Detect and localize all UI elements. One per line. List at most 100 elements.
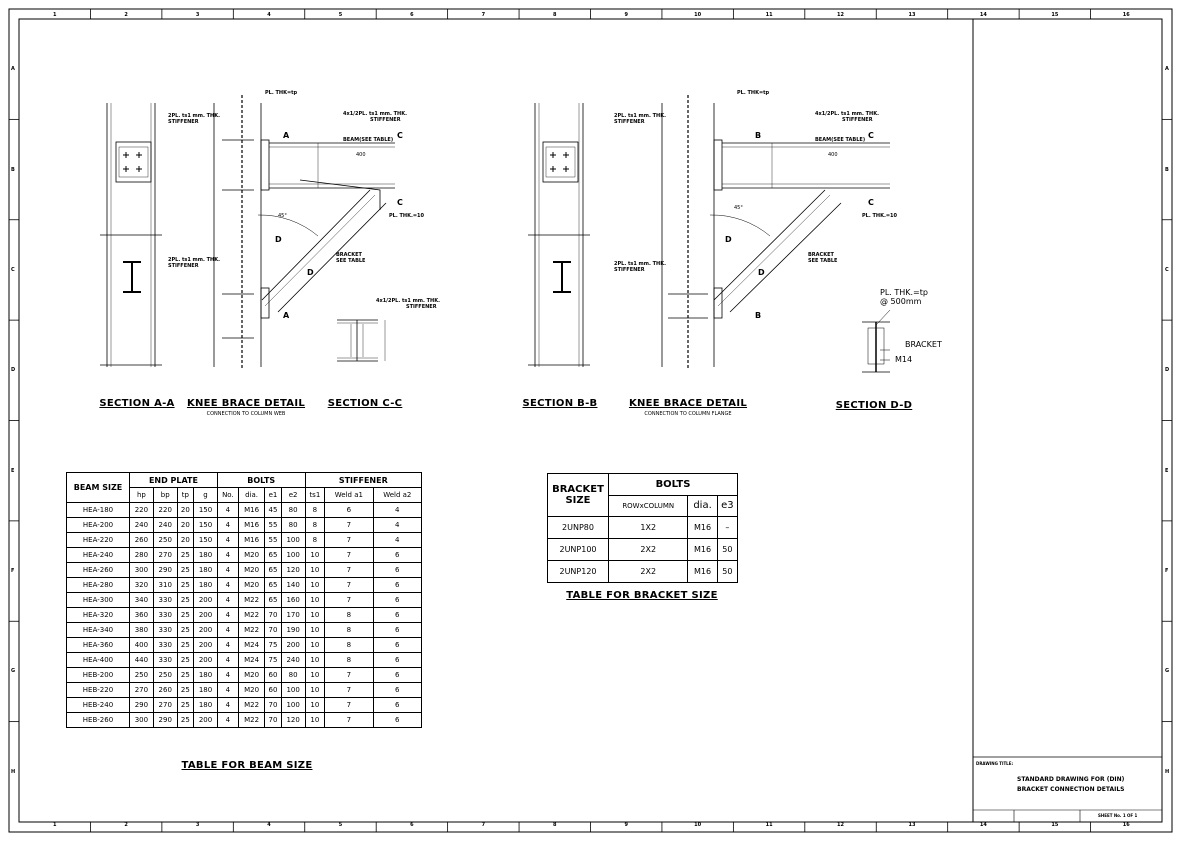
table-cell: 4 (216, 622, 239, 638)
label-stiffener-2pl-lower: 2PL. ts1 mm. THK. (168, 257, 220, 263)
grid-column-4-bottom: 4 (267, 822, 271, 828)
grid-column-14-bottom: 14 (979, 822, 987, 828)
mark-c-lower-b: C (868, 198, 874, 207)
grid-column-8-top: 8 (553, 12, 557, 18)
label-beam-see-table-b: BEAM(SEE TABLE) (815, 137, 866, 143)
section-bb-drawing (528, 103, 590, 367)
table-cell: 6 (372, 622, 423, 638)
table-cell: 65 (264, 577, 282, 593)
table-cell: 6 (324, 502, 374, 518)
caption-section-aa: SECTION A-A (99, 398, 175, 409)
mark-c-upper-b: C (868, 131, 874, 140)
table-cell: M16 (687, 538, 718, 561)
grid-column-8-bottom: 8 (553, 822, 557, 828)
label-stiffener-4x1-cc: 4x1/2PL. ts1 mm. THK. (376, 298, 440, 304)
table-cell: 330 (152, 652, 178, 668)
grid-column-12-bottom: 12 (837, 822, 845, 828)
table-cell: 6 (372, 667, 423, 683)
table-cell: M22 (237, 712, 266, 728)
table-cell: M20 (237, 667, 266, 683)
table-cell: 70 (264, 607, 282, 623)
table-cell: 4 (216, 562, 239, 578)
table-cell: 25 (176, 652, 195, 668)
table-cell: 320 (129, 577, 154, 593)
table-cell: 260 (129, 532, 154, 548)
table-cell: 75 (264, 652, 282, 668)
table-cell: 70 (264, 622, 282, 638)
header-row-column: ROWxCOLUMN (607, 494, 689, 517)
label-pl-thk-tp: PL. THK=tp (265, 90, 298, 96)
drawing-title-line2: BRACKET CONNECTION DETAILS (1017, 786, 1125, 793)
beam-subheader: e1 (264, 487, 282, 503)
table-cell: M22 (237, 592, 266, 608)
grid-column-3-top: 3 (195, 12, 200, 18)
table-cell: 80 (280, 517, 306, 533)
label-stiffener-4x1: 4x1/2PL. ts1 mm. THK. (343, 111, 407, 117)
table-cell: 8 (324, 622, 374, 638)
table-cell: 180 (193, 667, 218, 683)
table-cell: 65 (264, 592, 282, 608)
table-cell: 200 (193, 607, 218, 623)
table-cell: 75 (264, 637, 282, 653)
table-cell: HEA-220 (66, 532, 130, 548)
table-cell: 80 (280, 502, 306, 518)
grid-column-6-top: 6 (410, 12, 414, 18)
table-cell: HEB-240 (66, 697, 130, 713)
table-cell: 7 (324, 712, 374, 728)
table-cell: 55 (264, 532, 282, 548)
table-cell: 4 (372, 502, 423, 518)
table-cell: 7 (324, 697, 374, 713)
table-cell: HEA-260 (66, 562, 130, 578)
label-pl-thk-10: PL. THK.=10 (389, 213, 425, 219)
table-cell: 7 (324, 682, 374, 698)
table-cell: 25 (176, 697, 195, 713)
label-see-table-b: SEE TABLE (808, 258, 838, 264)
header-dia: dia. (687, 494, 718, 517)
table-cell: 20 (176, 517, 195, 533)
table-cell: 4 (216, 682, 239, 698)
subcaption-knee-brace-web: CONNECTION TO COLUMN WEB (206, 411, 286, 417)
table-cell: 150 (193, 532, 218, 548)
table-cell: 4 (216, 592, 239, 608)
grid-column-9-bottom: 9 (624, 822, 628, 828)
table-cell: 200 (193, 622, 218, 638)
mark-c-lower: C (397, 198, 403, 207)
label-stiffener-b: STIFFENER (614, 119, 645, 125)
label-stiffener-cc: STIFFENER (406, 304, 437, 310)
table-cell: HEA-200 (66, 517, 130, 533)
table-cell: 190 (280, 622, 306, 638)
mark-a-lower: A (283, 311, 290, 320)
table-cell: 8 (304, 517, 326, 533)
label-angle-45: 45° (278, 213, 287, 219)
table-cell: M20 (237, 577, 266, 593)
grid-row-D-right: D (1165, 367, 1170, 374)
grid-row-B-right: B (1165, 166, 1169, 173)
table-cell: 10 (304, 712, 326, 728)
table-cell: 25 (176, 667, 195, 683)
table-cell: M20 (237, 547, 266, 563)
caption-section-cc: SECTION C-C (327, 398, 403, 409)
table-cell: 25 (176, 712, 195, 728)
table-cell: HEA-340 (66, 622, 130, 638)
table-cell: HEA-280 (66, 577, 130, 593)
table-cell: 330 (152, 637, 178, 653)
table-cell: 250 (152, 667, 178, 683)
table-cell: 200 (193, 712, 218, 728)
table-cell: 10 (304, 547, 326, 563)
table-cell: 290 (152, 712, 178, 728)
table-cell: 400 (129, 637, 154, 653)
grid-column-13-bottom: 13 (908, 822, 916, 828)
grid-column-10-top: 10 (694, 12, 702, 18)
table-cell: HEA-180 (66, 502, 130, 518)
grid-row-E-left: E (11, 467, 15, 474)
table-cell: 25 (176, 607, 195, 623)
label-dd-m14: M14 (895, 355, 913, 364)
header-beam-size: BEAM SIZE (66, 472, 130, 503)
label-stiffener-2pl-b-lower: 2PL. ts1 mm. THK. (614, 261, 666, 267)
mark-d-upper-b: D (725, 235, 732, 244)
caption-knee-brace-flange: KNEE BRACE DETAIL (628, 398, 748, 409)
